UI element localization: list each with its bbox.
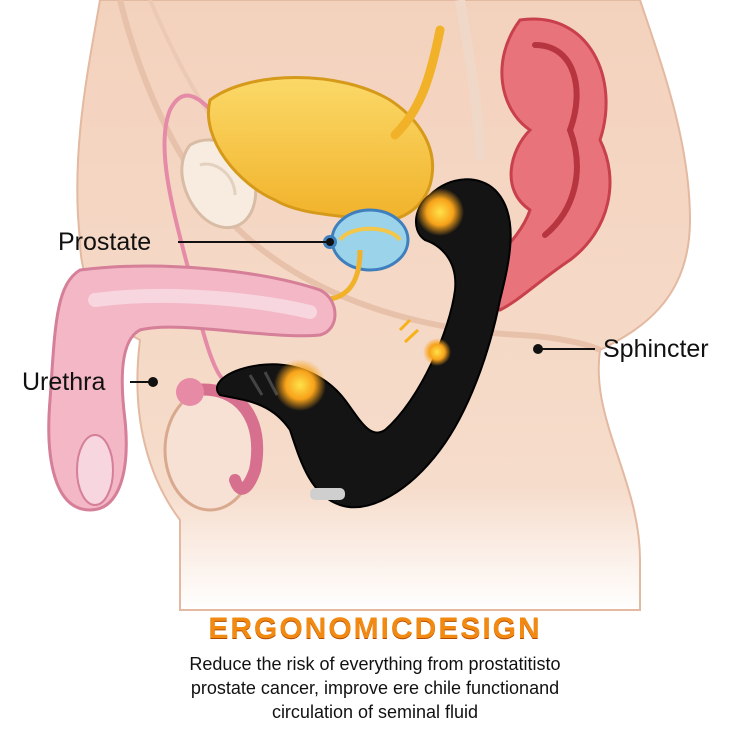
penis [47,264,337,512]
massager-device [215,178,512,509]
pelvic-cavity [117,0,602,353]
headline: ERGONOMICDESIGN [208,612,542,645]
urethra-label: Urethra [22,368,106,396]
prostate-gland [330,208,410,272]
description: Reduce the risk of everything from prost… [75,652,675,724]
description-line-1: Reduce the risk of everything from prost… [189,654,561,674]
bladder [207,76,435,223]
prostate-label: Prostate [58,228,152,256]
description-line-3: circulation of seminal fluid [271,702,479,722]
sphincter-label: Sphincter [603,335,709,363]
description-line-2: prostate cancer, improve ere chile funct… [190,678,560,698]
vibration-glow-mid [423,338,451,366]
vibration-glow-perineum [274,359,326,411]
vibration-glow-top [416,188,464,236]
